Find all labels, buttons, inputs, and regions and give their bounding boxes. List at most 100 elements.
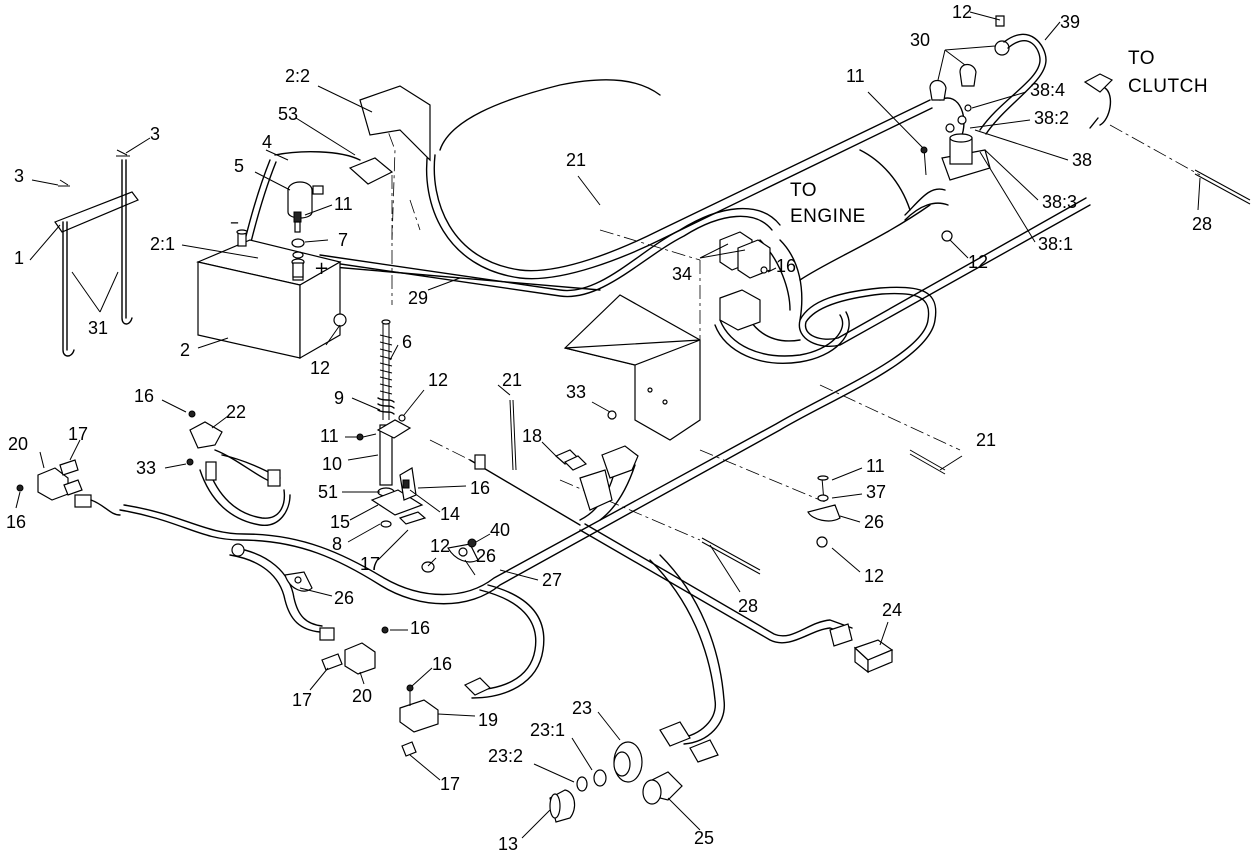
callout-40: 40 (490, 520, 510, 540)
callout-21-right: 21 (976, 430, 996, 450)
leader-lines (15, 11, 1201, 839)
callout-51: 51 (318, 482, 338, 502)
callout-16-post: 16 (470, 478, 490, 498)
callout-23: 23 (572, 698, 592, 718)
callout-6: 6 (402, 332, 412, 352)
clamp-26-left (231, 543, 313, 592)
callout-12-battery: 12 (310, 358, 330, 378)
clutch-connector (1083, 73, 1251, 205)
callout-29: 29 (408, 288, 428, 308)
callout-38-4: 38:4 (1030, 80, 1065, 100)
mount-post-assembly (356, 319, 427, 528)
callout-16-switch2: 16 (432, 654, 452, 674)
positive-terminal-label: + (314, 258, 329, 279)
callout-5: 5 (234, 156, 244, 176)
callout-23-1: 23:1 (530, 720, 565, 740)
callout-17-left: 17 (68, 424, 88, 444)
callout-23-2: 23:2 (488, 746, 523, 766)
callout-11-solenoid: 11 (846, 66, 865, 86)
callout-15: 15 (330, 512, 350, 532)
callout-12-right: 12 (864, 566, 884, 586)
callout-7: 7 (338, 230, 348, 250)
callout-17-post: 17 (360, 554, 380, 574)
callout-38-1: 38:1 (1038, 234, 1073, 254)
callout-2-1: 2:1 (150, 234, 175, 254)
callout-20-switch: 20 (352, 686, 372, 706)
terminal-cover (348, 85, 431, 185)
mid-connectors (474, 399, 639, 511)
callout-labels: 2:2 53 4 5 11 7 2:1 2 12 29 3 3 1 31 6 9… (6, 2, 1212, 854)
callout-2-2: 2:2 (285, 66, 310, 86)
callout-17-switch2: 17 (440, 774, 460, 794)
callout-10: 10 (322, 454, 342, 474)
callout-16-switch: 16 (410, 618, 430, 638)
callout-38-3: 38:3 (1042, 192, 1077, 212)
callout-17-switch: 17 (292, 690, 312, 710)
callout-39: 39 (1060, 12, 1080, 32)
callout-24: 24 (882, 600, 902, 620)
callout-16-far: 16 (6, 512, 26, 532)
callout-16-left: 16 (134, 386, 154, 406)
switch-19 (399, 677, 492, 757)
to-clutch-line2: CLUTCH (1128, 76, 1208, 97)
callout-16-relay: 16 (776, 256, 796, 276)
battery-hold-down (54, 149, 139, 357)
callout-21-mid: 21 (502, 370, 522, 390)
seat-sensor (186, 410, 281, 487)
callout-14: 14 (440, 504, 460, 524)
callout-11-right: 11 (866, 456, 885, 476)
callout-26-left: 26 (334, 588, 354, 608)
callout-3-left: 3 (14, 166, 24, 186)
callout-34: 34 (672, 264, 692, 284)
switch-20-left (16, 459, 121, 516)
callout-28-right: 28 (1192, 214, 1212, 234)
connector-24 (829, 623, 894, 674)
callout-53: 53 (278, 104, 298, 124)
upper-wire-loop (244, 79, 965, 298)
callout-20-left: 20 (8, 434, 28, 454)
battery: – + (196, 212, 342, 360)
callout-3-top: 3 (150, 124, 160, 144)
callout-11-post: 11 (320, 426, 339, 446)
callout-31: 31 (88, 318, 108, 338)
callout-26-right: 26 (864, 512, 884, 532)
callout-11-battery: 11 (334, 194, 353, 214)
callout-2: 2 (180, 340, 190, 360)
to-engine-line1: TO (790, 180, 817, 201)
callout-19: 19 (478, 710, 498, 730)
to-engine-line2: ENGINE (790, 206, 866, 227)
callout-27: 27 (542, 570, 562, 590)
terminal-hardware (287, 181, 347, 327)
callout-13: 13 (498, 834, 518, 854)
callout-38-2: 38:2 (1034, 108, 1069, 128)
callout-22: 22 (226, 402, 246, 422)
negative-terminal-label: – (230, 212, 239, 233)
callout-9: 9 (334, 388, 344, 408)
callout-33-mid: 33 (566, 382, 586, 402)
callout-21-top: 21 (566, 150, 586, 170)
rod-28 (701, 537, 761, 575)
callout-26-clamp: 26 (476, 546, 496, 566)
callout-1: 1 (14, 248, 24, 268)
callout-38: 38 (1072, 150, 1092, 170)
callout-37: 37 (866, 482, 886, 502)
mounting-bracket (563, 294, 701, 441)
relays (719, 231, 771, 331)
callout-25: 25 (694, 828, 714, 848)
callout-12-top: 12 (952, 2, 972, 22)
starter-solenoid-assembly (920, 15, 1047, 242)
callout-33-left: 33 (136, 458, 156, 478)
ignition-switch-parts (549, 721, 719, 823)
callout-30: 30 (910, 30, 930, 50)
callout-12-post: 12 (428, 370, 448, 390)
cable-clamp-right (807, 449, 946, 548)
callout-12-solenoid: 12 (968, 252, 988, 272)
callout-12-clamp: 12 (430, 536, 450, 556)
callout-8: 8 (332, 534, 342, 554)
center-lines (379, 109, 1201, 541)
callout-18: 18 (522, 426, 542, 446)
callout-28-mid: 28 (738, 596, 758, 616)
callout-4: 4 (262, 132, 272, 152)
